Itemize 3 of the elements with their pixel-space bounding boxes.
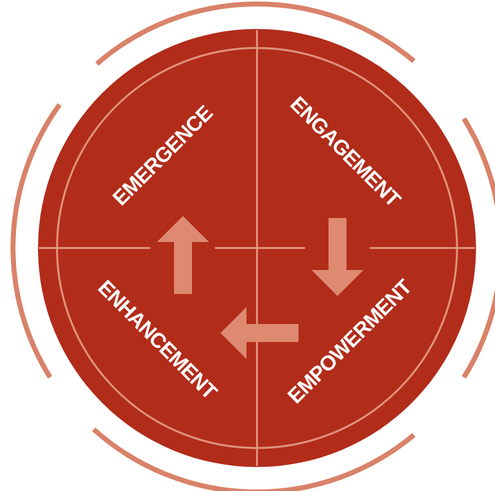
block-arrow xyxy=(220,307,298,359)
block-arrow xyxy=(312,218,364,296)
block-arrow xyxy=(157,216,209,294)
